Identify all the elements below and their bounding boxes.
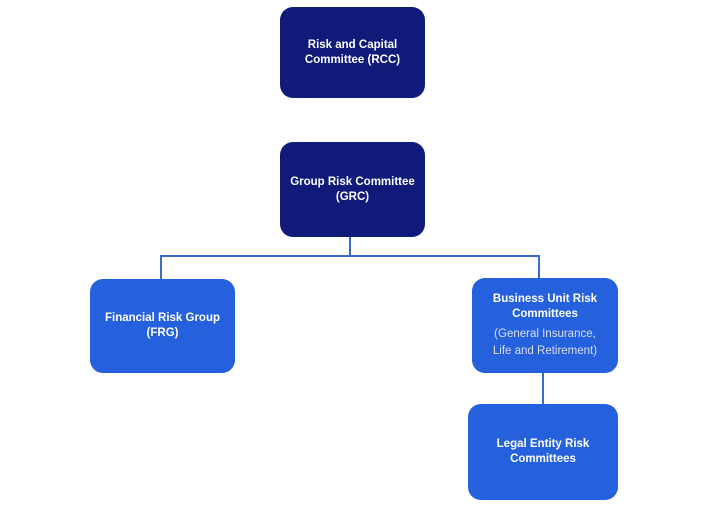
node-label-line: (GRC) xyxy=(335,190,370,203)
node-label-line: Risk and Capital xyxy=(307,38,398,51)
connector-grc-stem xyxy=(349,237,351,257)
node-label-line: Financial Risk Group xyxy=(104,312,221,324)
node-label-line: (FRG) xyxy=(146,327,179,339)
node-label-line: Committee (RCC) xyxy=(304,53,401,66)
node-sublabel-line: Life and Retirement) xyxy=(492,344,598,357)
node-label-line: Legal Entity Risk xyxy=(496,438,590,450)
node-label-line: Committees xyxy=(512,307,578,320)
node-label-line: Committees xyxy=(510,453,576,465)
node-risk-and-capital-committee: Risk and Capital Committee (RCC) xyxy=(280,7,425,98)
connector-grc-to-frg xyxy=(160,255,162,279)
node-group-risk-committee: Group Risk Committee (GRC) xyxy=(280,142,425,237)
connector-burc-to-lerc xyxy=(542,373,544,404)
connector-horizontal-bar xyxy=(160,255,540,257)
node-label-line: Business Unit Risk xyxy=(492,292,598,305)
node-sublabel-line: (General Insurance, xyxy=(494,327,596,340)
node-financial-risk-group: Financial Risk Group (FRG) xyxy=(90,279,235,373)
node-legal-entity-risk-committees: Legal Entity Risk Committees xyxy=(468,404,618,500)
node-business-unit-risk-committees: Business Unit Risk Committees (General I… xyxy=(472,278,618,373)
node-label-line: Group Risk Committee xyxy=(290,175,415,188)
connector-grc-to-burc xyxy=(538,255,540,278)
